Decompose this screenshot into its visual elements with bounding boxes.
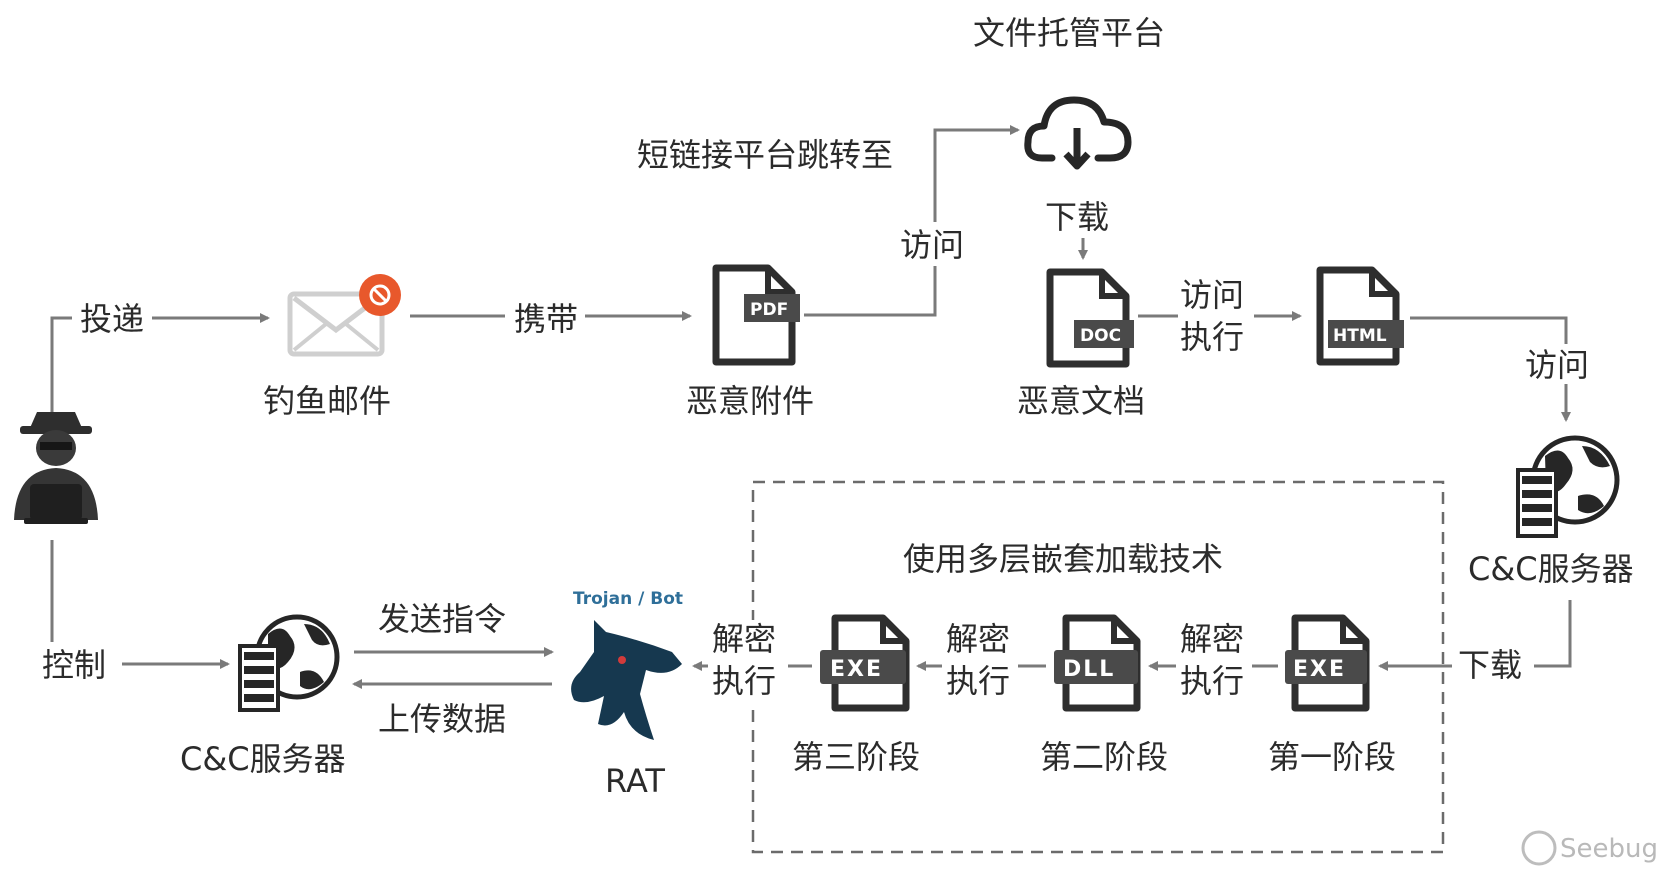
alert-badge-icon — [359, 274, 401, 316]
node-label-stage2: 第二阶段 — [1040, 738, 1168, 776]
dll-stage2-icon: DLL — [1054, 614, 1141, 712]
edge-label-download-doc: 下载 — [1045, 198, 1109, 236]
node-label-cc-server-right: C&C服务器 — [1468, 550, 1634, 588]
edge-label-decrypt-3: 解密 — [712, 620, 776, 658]
edge-label-download-stage1: 下载 — [1458, 646, 1522, 684]
edge-label-carry: 携带 — [514, 300, 578, 338]
node-label-malicious-document: 恶意文档 — [1017, 382, 1145, 420]
edge-label-exec-2: 执行 — [946, 662, 1010, 700]
node-label-malicious-attachment: 恶意附件 — [686, 382, 814, 420]
exe-stage3-icon: EXE — [820, 614, 910, 712]
edge-visit-cc — [1410, 316, 1571, 422]
node-label-cc-server-left: C&C服务器 — [180, 740, 346, 778]
edge-label-decrypt-2: 解密 — [946, 620, 1010, 658]
edge-label-upload-data: 上传数据 — [378, 700, 506, 738]
edge-download-stage1 — [1378, 600, 1572, 671]
trojan-horse-icon — [571, 620, 682, 740]
node-label-rat: RAT — [605, 762, 665, 800]
edge-label-deliver: 投递 — [80, 300, 144, 338]
cloud-download-icon — [1024, 96, 1132, 170]
edge-label-decrypt-1: 解密 — [1180, 620, 1244, 658]
edge-deliver — [50, 313, 270, 412]
email-icon — [287, 291, 385, 357]
seebug-watermark: Seebug — [1521, 830, 1658, 866]
file-tag-doc: DOC — [1080, 326, 1121, 346]
edge-label-visit-pdf: 访问 — [900, 226, 964, 264]
exe-stage1-icon: EXE — [1285, 614, 1370, 712]
edge-label-exec-3: 执行 — [712, 662, 776, 700]
file-tag-exe-stage1: EXE — [1293, 657, 1346, 682]
file-tag-pdf: PDF — [750, 300, 788, 320]
file-tag-exe-stage3: EXE — [830, 657, 883, 682]
edge-label-visit-exec-doc-1: 访问 — [1180, 276, 1244, 314]
node-label-stage3: 第三阶段 — [792, 738, 920, 776]
edge-label-visit-cc: 访问 — [1525, 346, 1589, 384]
file-tag-dll-stage2: DLL — [1063, 657, 1115, 682]
nested-loading-box — [751, 480, 1445, 854]
edge-label-visit-exec-doc-2: 执行 — [1180, 318, 1244, 356]
node-label-stage1: 第一阶段 — [1268, 738, 1396, 776]
pdf-file-icon: PDF — [712, 264, 800, 366]
watermark-text: Seebug — [1560, 834, 1658, 864]
nested-box-title: 使用多层嵌套加载技术 — [903, 540, 1223, 578]
edge-label-short-link: 短链接平台跳转至 — [637, 136, 893, 174]
hacker-icon — [14, 412, 98, 524]
node-label-phishing-email: 钓鱼邮件 — [263, 382, 391, 420]
cc-server-right-icon — [1516, 435, 1620, 538]
html-file-icon: HTML — [1316, 266, 1404, 366]
cc-server-left-icon — [238, 614, 340, 712]
rat-logo-text: Trojan / Bot — [573, 589, 683, 609]
file-tag-html: HTML — [1333, 326, 1387, 346]
doc-file-icon: DOC — [1046, 268, 1134, 368]
edge-label-control: 控制 — [42, 646, 106, 684]
edge-label-send-command: 发送指令 — [378, 600, 506, 638]
edge-label-exec-1: 执行 — [1180, 662, 1244, 700]
node-label-file-platform: 文件托管平台 — [973, 14, 1165, 52]
